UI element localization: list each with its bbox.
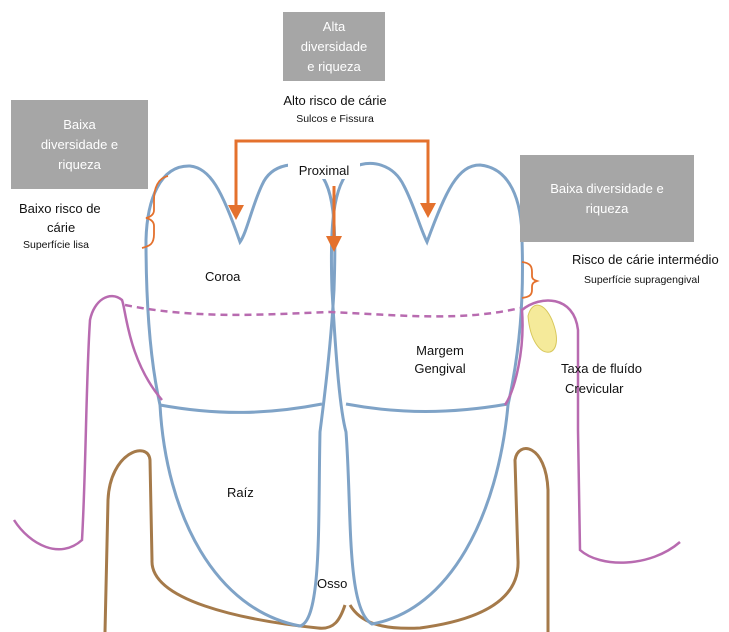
box-left-line-2: diversidade e — [41, 135, 118, 155]
label-low-risk-sub: Superfície lisa — [23, 238, 89, 252]
box-low-diversity-left: Baixa diversidade e riqueza — [11, 100, 148, 189]
gum-lines — [14, 296, 680, 563]
box-low-diversity-right: Baixa diversidade e riqueza — [520, 155, 694, 242]
right-tooth — [331, 164, 522, 624]
label-crown: Coroa — [205, 268, 240, 285]
arrow-head-right — [420, 203, 436, 218]
box-right-line-2: riqueza — [586, 199, 629, 219]
box-high-diversity: Alta diversidade e riqueza — [283, 12, 385, 81]
label-bone: Osso — [317, 575, 347, 592]
box-left-line-3: riqueza — [58, 155, 101, 175]
box-top-line-2: diversidade — [301, 37, 368, 57]
label-proximal: Proximal — [288, 162, 360, 179]
label-low-risk-line-2: cárie — [47, 219, 75, 236]
box-top-line-3: e riqueza — [307, 57, 360, 77]
label-root: Raíz — [227, 484, 254, 501]
label-fluid-line-2: Crevicular — [565, 380, 624, 397]
right-bracket — [522, 262, 537, 298]
box-right-line-1: Baixa diversidade e — [550, 179, 663, 199]
label-gingival-line-1: Margem — [400, 342, 480, 359]
label-fluid-line-1: Taxa de fluído — [561, 360, 642, 377]
label-low-risk-line-1: Baixo risco de — [19, 200, 101, 217]
label-gingival-line-2: Gengival — [400, 360, 480, 377]
box-top-line-1: Alta — [323, 17, 345, 37]
crevicular-fluid-shape — [528, 305, 556, 352]
label-high-risk: Alto risco de cárie — [250, 92, 420, 109]
box-left-line-1: Baixa — [63, 115, 96, 135]
left-tooth — [146, 165, 335, 626]
label-mid-risk: Risco de cárie intermédio — [572, 251, 719, 268]
label-mid-risk-sub: Superfície supragengival — [584, 273, 700, 287]
label-high-risk-sub: Sulcos e Fissura — [250, 112, 420, 126]
arrow-head-proximal — [326, 236, 342, 252]
